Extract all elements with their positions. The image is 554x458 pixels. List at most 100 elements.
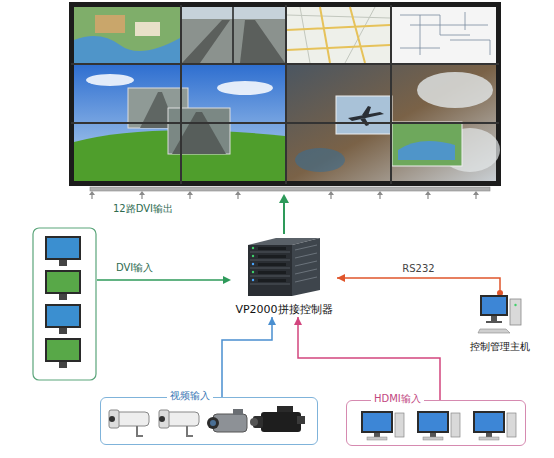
controller-device — [292, 238, 320, 296]
dvi-source-group — [47, 340, 79, 360]
video-wall — [392, 7, 496, 63]
host-computer — [491, 316, 497, 321]
computer-set — [417, 411, 460, 440]
computer-set — [475, 413, 503, 431]
controller-device — [258, 255, 286, 258]
video-wall — [217, 81, 273, 95]
camera-set — [297, 416, 305, 424]
video-wall — [71, 5, 499, 184]
camera-set — [250, 418, 258, 426]
computer-set — [417, 411, 449, 433]
dvi-input-arrow — [223, 276, 231, 284]
host-computer — [486, 321, 502, 323]
camera-set — [159, 416, 165, 422]
dvi-source-group — [47, 272, 79, 292]
host-computer — [478, 329, 510, 333]
output-arrow — [283, 202, 285, 234]
video-wall — [135, 22, 160, 36]
computer-set — [395, 413, 404, 437]
camera-set — [159, 410, 169, 428]
computer-set — [507, 413, 516, 437]
controller-device — [258, 247, 286, 250]
host-box: 控制管理主机 — [466, 291, 534, 354]
host-computer — [480, 295, 508, 316]
group-heading: 视频输入 — [167, 390, 213, 403]
video-wall — [95, 15, 125, 33]
video-wall — [287, 7, 390, 63]
video-wall — [74, 36, 180, 63]
controller-device — [258, 279, 286, 282]
signal-connector — [337, 278, 500, 293]
controller-device — [258, 263, 286, 266]
output-bar — [90, 187, 490, 191]
computer-set — [363, 413, 391, 431]
computer-set — [473, 411, 516, 440]
controller-device — [244, 236, 324, 298]
computer-set — [423, 437, 443, 440]
camera-set — [109, 416, 115, 422]
video-wall — [287, 7, 390, 63]
camera-set — [261, 412, 301, 432]
computer-set — [473, 411, 505, 433]
dvi-input-arrow — [97, 276, 231, 284]
output-arrow — [279, 194, 289, 203]
video-wall — [232, 7, 234, 63]
dvi-input-arrow — [97, 279, 224, 281]
camera-set — [207, 417, 219, 429]
camera-set — [137, 426, 143, 436]
controller-device — [248, 245, 292, 296]
video-wall — [168, 108, 230, 154]
camera-set — [210, 420, 216, 426]
computer-set — [347, 401, 527, 447]
dvi-source-group — [33, 228, 96, 380]
output-label: 12路DVI输出 — [113, 203, 173, 215]
node-label: VP2000拼接控制器 — [235, 303, 332, 317]
dvi-source-group — [45, 338, 81, 362]
host-computer — [510, 299, 521, 325]
camera-set — [277, 406, 293, 412]
controller-device — [252, 271, 254, 273]
video-wall — [182, 20, 230, 63]
output-bar — [89, 187, 490, 199]
video-wall — [240, 20, 285, 63]
input-label: DVI输入 — [116, 262, 153, 274]
video-wall — [295, 148, 345, 172]
group-heading: HDMI输入 — [371, 393, 424, 406]
video-wall — [398, 141, 455, 160]
camera-set — [101, 398, 319, 446]
controller-device — [252, 247, 254, 249]
host-computer — [482, 297, 506, 314]
connector-label: RS232 — [402, 263, 434, 275]
dvi-source-group — [33, 228, 96, 380]
video-wall — [336, 96, 392, 134]
video-wall — [86, 74, 134, 86]
controller-device — [252, 279, 254, 281]
computer-set — [430, 433, 436, 437]
hdmi-input-group: HDMI输入 — [346, 400, 526, 446]
video-wall — [417, 72, 493, 108]
camera-set — [233, 409, 243, 415]
computer-set — [361, 411, 404, 440]
signal-connector — [222, 317, 272, 397]
camera-set — [109, 410, 119, 428]
dvi-source-group — [45, 236, 81, 260]
computer-set — [419, 413, 447, 431]
video-wall — [400, 12, 490, 55]
node-label: 控制管理主机 — [470, 341, 530, 354]
computer-set — [479, 437, 499, 440]
video-wall — [182, 7, 285, 63]
dvi-source-group — [47, 238, 79, 258]
dvi-source-group — [59, 362, 67, 368]
video-input-group: 视频输入 — [100, 397, 318, 445]
computer-set — [361, 411, 393, 433]
controller-device — [250, 252, 290, 284]
video-wall — [74, 7, 180, 63]
host-computer — [476, 291, 524, 335]
computer-set — [367, 437, 387, 440]
video-wall — [69, 2, 501, 186]
video-wall — [392, 122, 462, 166]
controller-box: VP2000拼接控制器 — [231, 236, 337, 317]
camera-set — [187, 426, 193, 436]
signal-connector — [298, 317, 440, 400]
